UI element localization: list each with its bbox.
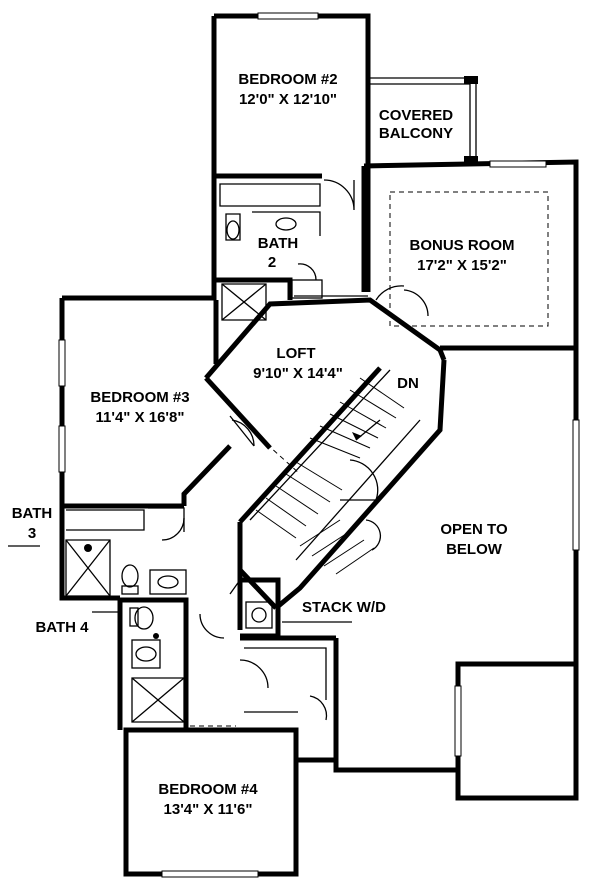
covered-balcony: [368, 76, 478, 164]
open-to-below-line1: OPEN TO: [440, 521, 508, 538]
open-to-below-line2: BELOW: [446, 541, 503, 558]
staircase: [237, 359, 447, 610]
bedroom4-name: BEDROOM #4: [158, 781, 258, 798]
bedroom3-details: [58, 339, 145, 531]
bedroom2-size: 12'0" X 12'10": [239, 91, 337, 108]
stack-wd-label: STACK W/D: [302, 599, 386, 616]
exterior-walls: [59, 13, 579, 877]
bath2-line1: BATH: [258, 235, 299, 252]
covered-balcony-line1: COVERED: [379, 107, 453, 124]
bedroom4-size: 13'4" X 11'6": [164, 801, 253, 818]
bath2-line2: 2: [268, 254, 276, 271]
bath4-fixtures: [92, 606, 185, 723]
loft-size: 9'10" X 14'4": [253, 365, 343, 382]
hall-closet: [239, 635, 336, 763]
bath3-fixtures: [8, 507, 187, 597]
bath3-line2: 3: [28, 525, 36, 542]
bath3-line1: BATH: [12, 505, 53, 522]
open-area-windows: [454, 160, 580, 757]
loft-walls: [204, 295, 447, 450]
bedroom3-name: BEDROOM #3: [90, 389, 189, 406]
covered-balcony-line2: BALCONY: [379, 125, 453, 142]
bath4-label: BATH 4: [35, 619, 89, 636]
bonus-room-ceiling-line: [389, 191, 549, 327]
room-labels: BEDROOM #2 12'0" X 12'10" COVERED BALCON…: [12, 71, 515, 818]
bedroom3-size: 11'4" X 16'8": [96, 409, 185, 426]
bedroom2-details: [214, 12, 355, 321]
bonus-room-name: BONUS ROOM: [410, 237, 515, 254]
loft-name: LOFT: [276, 345, 315, 362]
bonus-room-doors: [375, 285, 429, 317]
stair-dn-label: DN: [397, 375, 419, 392]
bonus-room-size: 17'2" X 15'2": [417, 257, 507, 274]
bedroom4-details: [161, 725, 259, 878]
bedroom2-name: BEDROOM #2: [238, 71, 337, 88]
